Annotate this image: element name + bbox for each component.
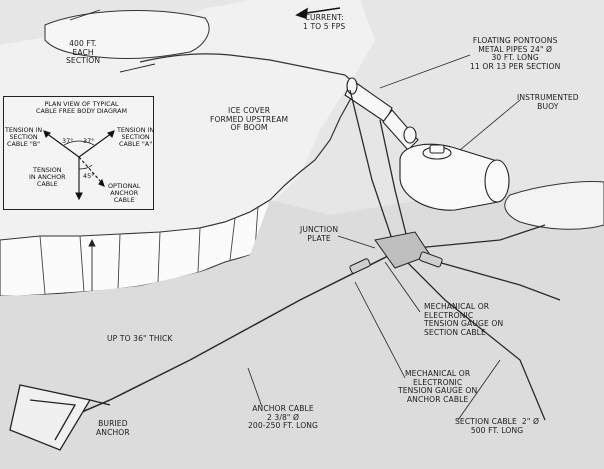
anchor-cable-label: ANCHOR CABLE 2 3/8" ø 200-250 FT. LONG bbox=[248, 404, 319, 431]
junction-plate-label: JUNCTION PLATE bbox=[300, 225, 339, 243]
anchor-cable bbox=[74, 254, 391, 416]
section-cable-label: SECTION CABLE 2" ø 500 FT. LONG bbox=[455, 417, 540, 435]
current-arrow bbox=[295, 7, 341, 20]
plan-view-inset: PLAN VIEW OF TYPICAL CABLE FREE BODY DIA… bbox=[3, 96, 154, 210]
anchor-gauge-label: MECHANICAL OR ELECTRONIC TENSION GAUGE O… bbox=[398, 369, 478, 404]
angle-left-label: 37° bbox=[62, 137, 74, 145]
anchor-cable-gauge bbox=[349, 258, 371, 274]
section-length-dimension bbox=[69, 9, 156, 73]
section-length-label: 400 FT. EACH SECTION bbox=[66, 39, 101, 66]
thickness-label: UP TO 36" THICK bbox=[107, 334, 173, 343]
current-label: CURRENT: 1 TO 5 FPS bbox=[303, 13, 346, 31]
water-surface bbox=[0, 190, 604, 469]
lower-right-ice-floe bbox=[504, 181, 604, 230]
buoy-label: INSTRUMENTED BUOY bbox=[517, 93, 579, 111]
tension-anchor-label: TENSION IN ANCHOR CABLE bbox=[29, 166, 66, 189]
optional-anchor-label: OPTIONAL ANCHOR CABLE bbox=[108, 182, 141, 205]
section-gauge-label: MECHANICAL OR ELECTRONIC TENSION GAUGE O… bbox=[424, 302, 504, 337]
top-ice-floe bbox=[44, 10, 210, 59]
leader-lines bbox=[247, 54, 521, 421]
tension-cable-a-label: TENSION IN SECTION CABLE "A" bbox=[117, 126, 155, 149]
angle-right-label: 37° bbox=[83, 137, 95, 145]
tension-cable-b-label: TENSION IN SECTION CABLE "B" bbox=[5, 126, 43, 149]
buried-anchor-label: BURIED ANCHOR bbox=[96, 419, 130, 437]
angle-bottom-label: 45° bbox=[83, 172, 95, 180]
instrumented-buoy bbox=[399, 143, 510, 211]
section-cables bbox=[349, 89, 561, 421]
section-cable-gauge bbox=[419, 251, 443, 268]
pontoons-label: FLOATING PONTOONS METAL PIPES 24" ø 30 F… bbox=[470, 36, 561, 71]
buried-anchor bbox=[9, 384, 111, 451]
plan-view-artwork bbox=[43, 130, 115, 201]
plan-view-title: PLAN VIEW OF TYPICAL CABLE FREE BODY DIA… bbox=[36, 100, 127, 116]
ice-cover-label: ICE COVER FORMED UPSTREAM OF BOOM bbox=[210, 106, 289, 133]
